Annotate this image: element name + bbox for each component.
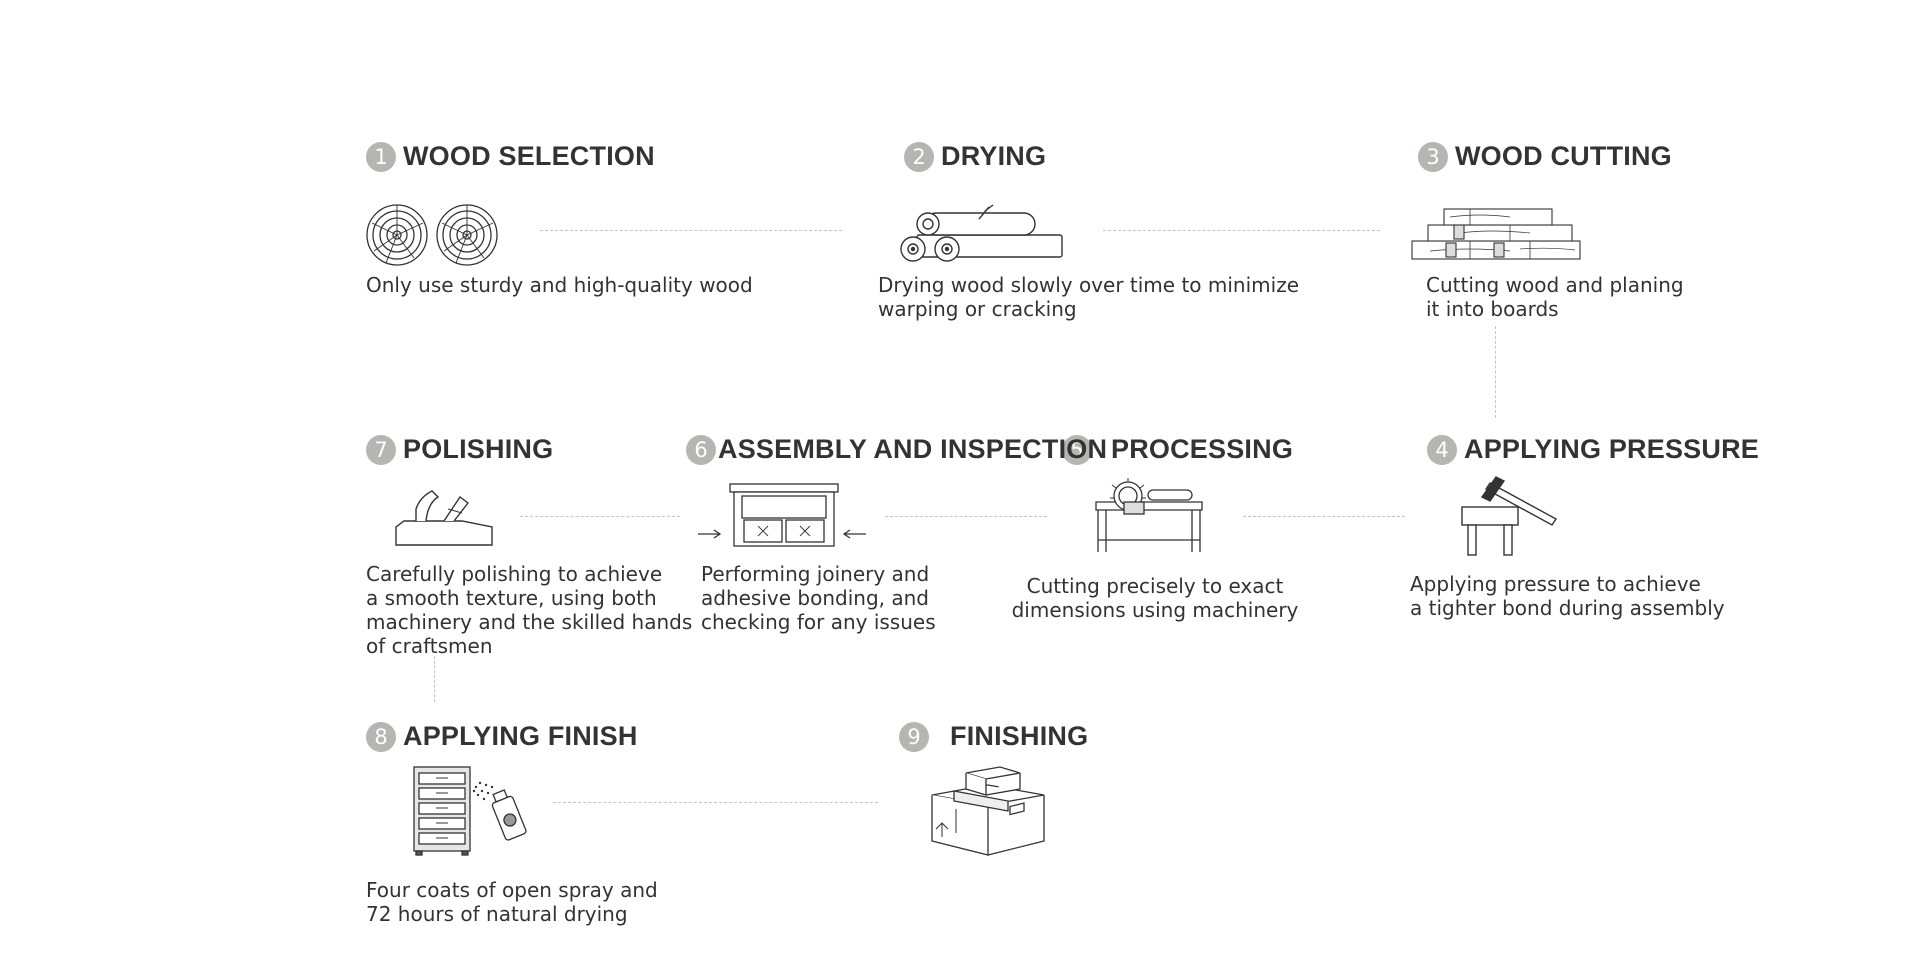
step-8: 8 APPLYING FINISH xyxy=(366,721,638,752)
step-3-header: 3 WOOD CUTTING xyxy=(1418,141,1672,172)
description-line: Applying pressure to achieve xyxy=(1410,572,1701,596)
stacked-logs-icon xyxy=(900,204,1063,262)
step-title: WOOD SELECTION xyxy=(403,141,655,171)
hand-plane-icon xyxy=(395,490,493,546)
step-9-header: 9 FINISHING xyxy=(899,721,1088,752)
step-number-badge: 4 xyxy=(1427,434,1457,465)
step-number-badge: 3 xyxy=(1418,141,1448,172)
step-title: POLISHING xyxy=(403,434,554,464)
step-2-header: 2 DRYING xyxy=(904,141,1046,172)
description-line: checking for any issues xyxy=(701,610,936,634)
table-saw-icon xyxy=(1095,478,1203,552)
shipping-boxes-icon xyxy=(931,766,1045,856)
step-title: PROCESSING xyxy=(1111,434,1294,464)
step-7-description: Carefully polishing to achieve a smooth … xyxy=(366,562,692,658)
step-title: DRYING xyxy=(941,141,1047,171)
step-4-description: Applying pressure to achieve a tighter b… xyxy=(1410,572,1725,620)
step-title: APPLYING PRESSURE xyxy=(1464,434,1759,464)
connector-line xyxy=(1243,516,1405,517)
step-9: 9 FINISHING xyxy=(899,721,1088,752)
step-4: 4 APPLYING PRESSURE xyxy=(1427,434,1759,465)
hammer-stool-icon xyxy=(1461,476,1558,556)
spray-can-dresser-icon xyxy=(413,766,527,856)
connector-line xyxy=(1103,230,1380,231)
step-number-badge: 5 xyxy=(1062,434,1092,465)
step-2: 2 DRYING xyxy=(904,141,1046,172)
step-8-header: 8 APPLYING FINISH xyxy=(366,721,638,752)
step-3: 3 WOOD CUTTING xyxy=(1418,141,1672,172)
step-5: 5 PROCESSING xyxy=(1062,434,1293,465)
step-number-badge: 7 xyxy=(366,434,396,465)
step-title: ASSEMBLY AND INSPECTION xyxy=(718,434,1108,464)
step-4-header: 4 APPLYING PRESSURE xyxy=(1427,434,1759,465)
description-line: Four coats of open spray and xyxy=(366,878,658,902)
step-number-badge: 9 xyxy=(899,721,929,752)
step-8-description: Four coats of open spray and 72 hours of… xyxy=(366,878,658,926)
connector-line xyxy=(520,516,680,517)
connector-line xyxy=(434,656,435,702)
description-line: it into boards xyxy=(1426,297,1559,321)
step-number-badge: 2 xyxy=(904,141,934,172)
connector-line xyxy=(553,802,878,803)
description-line: adhesive bonding, and xyxy=(701,586,929,610)
step-number-badge: 1 xyxy=(366,141,396,172)
step-title: WOOD CUTTING xyxy=(1455,141,1672,171)
description-line: Cutting wood and planing xyxy=(1426,273,1684,297)
step-2-description: Drying wood slowly over time to minimize… xyxy=(878,273,1299,321)
step-6-description: Performing joinery and adhesive bonding,… xyxy=(701,562,936,634)
description-line: Performing joinery and xyxy=(701,562,930,586)
logs-cross-section-icon xyxy=(366,204,498,266)
description-line: Carefully polishing to achieve xyxy=(366,562,663,586)
cabinet-assembly-icon xyxy=(698,483,866,547)
step-5-description: Cutting precisely to exact dimensions us… xyxy=(1010,574,1300,622)
description-line: 72 hours of natural drying xyxy=(366,902,628,926)
stacked-boards-icon xyxy=(1411,208,1581,260)
step-number-badge: 8 xyxy=(366,721,396,752)
description-line: Only use sturdy and high-quality wood xyxy=(366,273,753,297)
step-1-description: Only use sturdy and high-quality wood xyxy=(366,273,753,297)
step-title: FINISHING xyxy=(950,721,1089,751)
step-6: 6 ASSEMBLY AND INSPECTION xyxy=(686,434,1107,465)
step-5-header: 5 PROCESSING xyxy=(1062,434,1293,465)
step-6-header: 6 ASSEMBLY AND INSPECTION xyxy=(686,434,1107,465)
description-line: a smooth texture, using both xyxy=(366,586,657,610)
step-number-badge: 6 xyxy=(686,434,716,465)
description-line: warping or cracking xyxy=(878,297,1077,321)
step-3-description: Cutting wood and planing it into boards xyxy=(1426,273,1684,321)
description-line: Cutting precisely to exact xyxy=(1026,574,1284,598)
step-7: 7 POLISHING xyxy=(366,434,553,465)
description-line: dimensions using machinery xyxy=(1011,598,1299,622)
description-line: machinery and the skilled hands xyxy=(366,610,693,634)
description-line: Drying wood slowly over time to minimize xyxy=(878,273,1299,297)
step-1-header: 1 WOOD SELECTION xyxy=(366,141,655,172)
connector-line xyxy=(885,516,1047,517)
description-line: of craftsmen xyxy=(366,634,493,658)
description-line: a tighter bond during assembly xyxy=(1410,596,1725,620)
connector-line xyxy=(540,230,842,231)
connector-line xyxy=(1495,326,1496,418)
step-1: 1 WOOD SELECTION xyxy=(366,141,655,172)
step-title: APPLYING FINISH xyxy=(403,721,638,751)
step-7-header: 7 POLISHING xyxy=(366,434,553,465)
